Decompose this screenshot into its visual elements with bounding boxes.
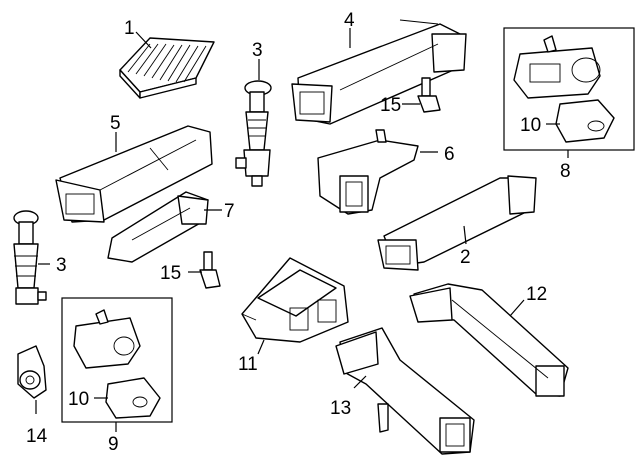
callout-10-box8: 10 [520, 115, 541, 136]
callout-3-left: 3 [56, 255, 67, 276]
callout-5: 5 [110, 113, 121, 134]
part-5-duct [55, 125, 213, 223]
callout-12: 12 [526, 284, 547, 305]
part-4-long-duct [291, 19, 467, 125]
part-10-motor-box8 [555, 99, 615, 143]
part-3-sensor-left [13, 210, 47, 305]
part-11-floor-duct [241, 257, 349, 343]
callout-15-lower: 15 [160, 263, 181, 284]
callout-8: 8 [560, 161, 571, 182]
part-2-duct [377, 175, 537, 271]
part-10-motor-box9 [105, 377, 161, 419]
callout-14: 14 [26, 426, 48, 447]
callout-6: 6 [444, 144, 455, 165]
leader-12 [509, 299, 525, 317]
callout-2: 2 [460, 247, 471, 268]
callout-7: 7 [224, 201, 235, 222]
part-3-sensor-top [235, 80, 272, 187]
part-7-duct [107, 191, 209, 263]
part-14-grommet [17, 345, 47, 399]
callout-11: 11 [238, 354, 258, 375]
part-15-clip-upper [417, 77, 441, 113]
part-15-clip-lower [199, 251, 221, 289]
leader-1 [135, 31, 152, 49]
part-9-actuator-assembly [73, 309, 141, 369]
box-9 [61, 297, 173, 423]
callout-3-top: 3 [252, 40, 263, 61]
leader-13 [353, 375, 367, 389]
callout-13: 13 [330, 398, 351, 419]
callout-9: 9 [108, 434, 119, 455]
leader-2 [463, 225, 467, 245]
leader-11 [257, 339, 265, 355]
callout-1: 1 [124, 18, 135, 39]
part-13-bent-duct [335, 327, 475, 455]
part-8-actuator-assembly [513, 35, 601, 99]
part-1-filter-grille [119, 37, 215, 99]
part-12-bent-duct [409, 283, 569, 397]
callout-4: 4 [344, 10, 355, 31]
part-6-outlet-duct [317, 129, 419, 215]
box-8 [503, 27, 635, 151]
callout-15-upper: 15 [380, 95, 401, 116]
callout-10-box9: 10 [68, 389, 89, 410]
